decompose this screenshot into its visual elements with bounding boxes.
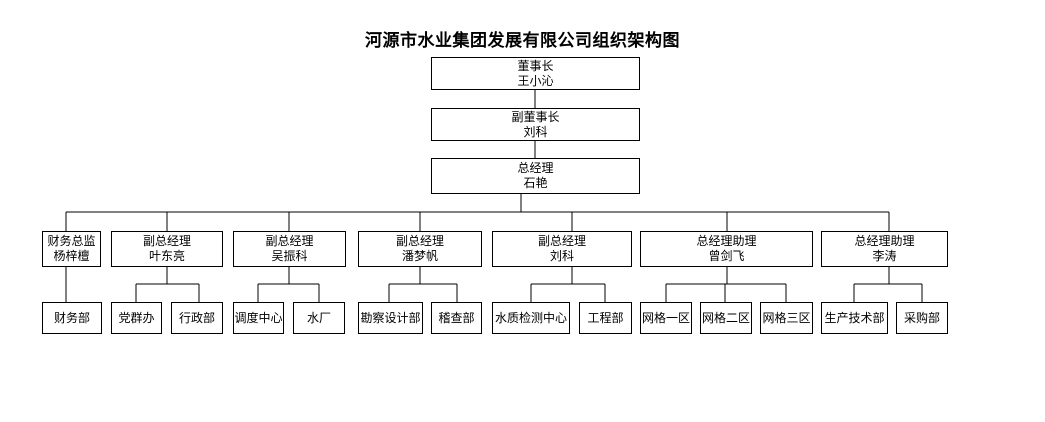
executive-role: 总经理助理 <box>854 234 915 248</box>
department-label: 工程部 <box>587 310 624 325</box>
vice-chairman-box: 副董事长 刘科 <box>431 108 640 141</box>
department-label: 生产技术部 <box>824 310 885 325</box>
chairman-role: 董事长 <box>517 58 554 73</box>
department-box: 行政部 <box>171 302 223 334</box>
executive-name: 刘科 <box>549 249 574 263</box>
executive-role: 副总经理 <box>142 234 191 248</box>
department-label: 勘察设计部 <box>360 310 421 325</box>
department-label: 调度中心 <box>234 310 283 325</box>
executive-role: 财务总监 <box>47 234 96 248</box>
department-box: 勘察设计部 <box>358 302 423 334</box>
executive-box-vp-liu: 副总经理 刘科 <box>492 231 632 267</box>
executive-box-vp-ye: 副总经理 叶东亮 <box>111 231 223 267</box>
general-manager-role: 总经理 <box>517 161 554 175</box>
department-label: 稽查部 <box>438 310 475 325</box>
department-box: 网格三区 <box>760 302 813 334</box>
general-manager-box: 总经理 石艳 <box>431 158 640 194</box>
executive-name: 曾剑飞 <box>708 249 745 263</box>
department-box: 网格一区 <box>640 302 692 334</box>
department-label: 网格二区 <box>701 310 750 325</box>
chairman-name: 王小沁 <box>517 73 554 88</box>
executive-role: 副总经理 <box>537 234 586 248</box>
department-box: 水厂 <box>293 302 345 334</box>
department-label: 水厂 <box>306 310 331 325</box>
executive-role: 副总经理 <box>395 234 444 248</box>
department-box: 稽查部 <box>431 302 482 334</box>
department-label: 财务部 <box>53 310 90 325</box>
department-label: 党群办 <box>118 310 155 325</box>
chairman-box: 董事长 王小沁 <box>431 57 640 90</box>
department-label: 网格三区 <box>762 310 811 325</box>
department-label: 网格一区 <box>641 310 690 325</box>
department-box: 生产技术部 <box>821 302 888 334</box>
department-box: 党群办 <box>111 302 162 334</box>
department-box: 水质检测中心 <box>492 302 570 334</box>
department-box: 工程部 <box>579 302 632 334</box>
executive-box-assistant-li: 总经理助理 李涛 <box>821 231 948 267</box>
executive-box-finance-director: 财务总监 杨梓檀 <box>42 231 101 267</box>
department-box: 网格二区 <box>700 302 752 334</box>
department-box: 财务部 <box>42 302 102 334</box>
vice-chairman-name: 刘科 <box>523 124 548 139</box>
executive-box-vp-pan: 副总经理 潘梦帆 <box>358 231 482 267</box>
executive-name: 李涛 <box>872 249 897 263</box>
executive-name: 吴振科 <box>271 249 308 263</box>
department-label: 采购部 <box>903 310 940 325</box>
department-box: 采购部 <box>896 302 948 334</box>
executive-box-vp-wu: 副总经理 吴振科 <box>233 231 346 267</box>
executive-role: 总经理助理 <box>696 234 757 248</box>
department-label: 行政部 <box>178 310 215 325</box>
executive-name: 潘梦帆 <box>401 249 438 263</box>
vice-chairman-role: 副董事长 <box>511 109 560 124</box>
executive-role: 副总经理 <box>265 234 314 248</box>
chart-title: 河源市水业集团发展有限公司组织架构图 <box>365 31 680 51</box>
department-label: 水质检测中心 <box>494 310 567 325</box>
executive-box-assistant-zeng: 总经理助理 曾剑飞 <box>640 231 813 267</box>
executive-name: 叶东亮 <box>148 249 185 263</box>
executive-name: 杨梓檀 <box>53 249 90 263</box>
department-box: 调度中心 <box>233 302 284 334</box>
general-manager-name: 石艳 <box>523 176 548 190</box>
